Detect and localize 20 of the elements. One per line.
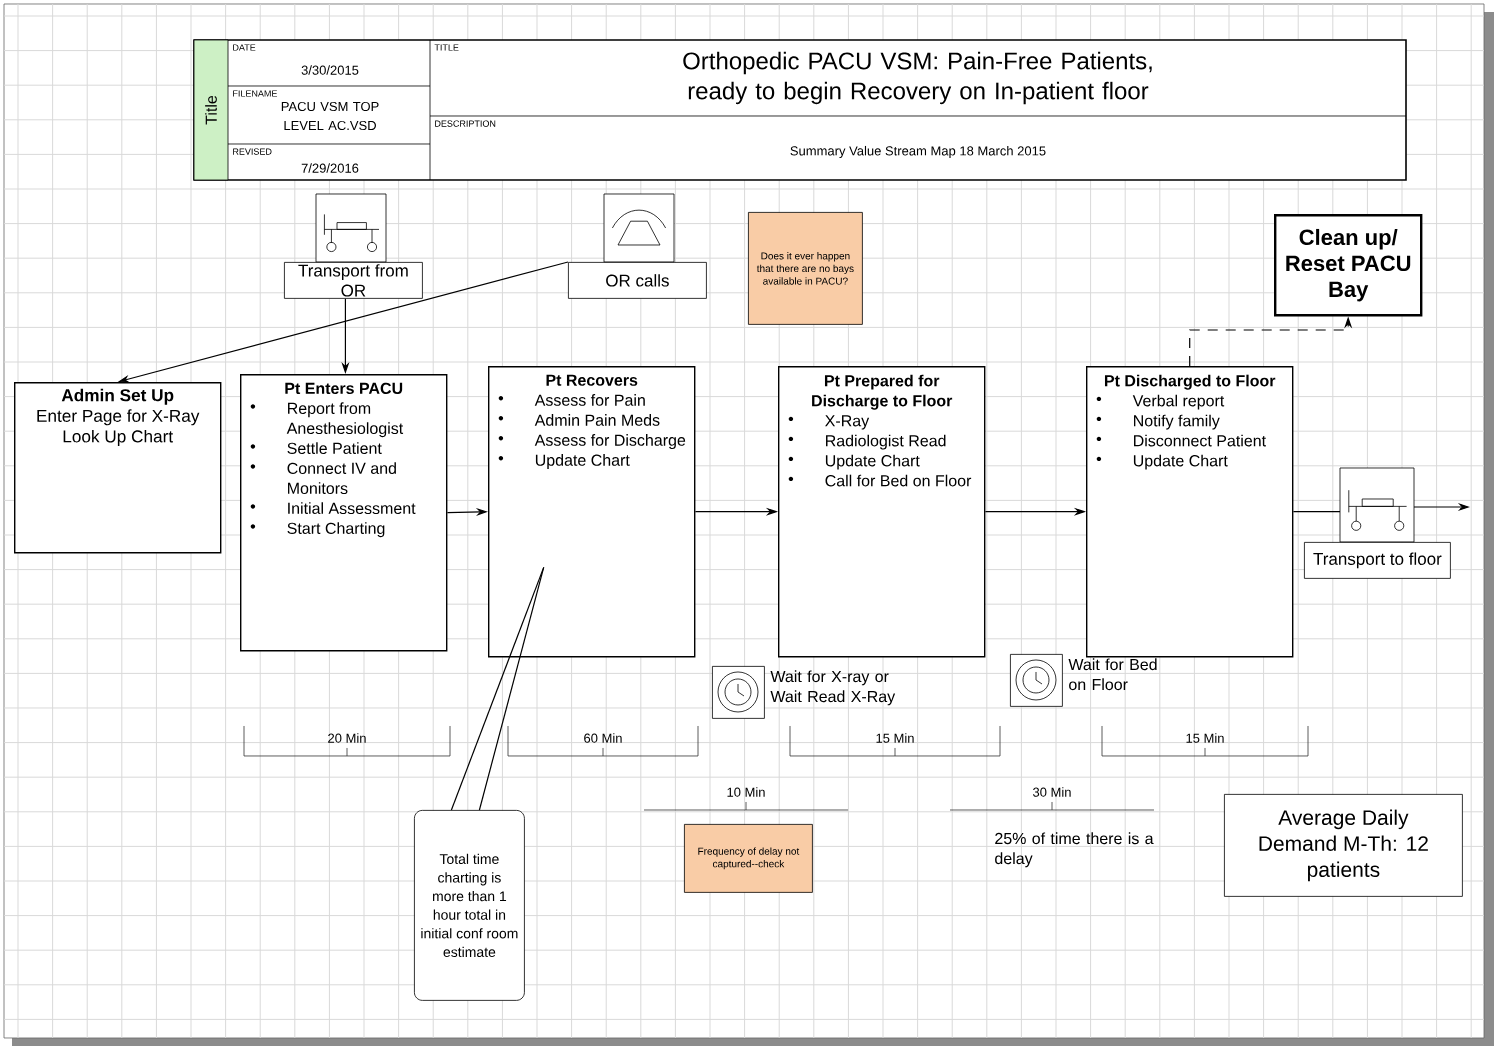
text-box: Transport from OR: [284, 193, 423, 299]
wait-label: Wait for X-ray or Wait Read X-Ray: [770, 670, 896, 706]
title-text: Orthopedic PACU VSM: Pain-Free Patients, ready to begin Recovery on In-patient floor: [683, 51, 1152, 105]
connector-line: [1292, 511, 1341, 513]
text-box: Transport to floor: [1304, 467, 1451, 579]
process-box: Admin Set Up Enter Page for X-Ray Look Up Chart: [14, 382, 222, 554]
process-box: Pt Prepared for Discharge to Floor X-Ray Radiologist Read Update Chart Call for Bed on Floor: [778, 366, 986, 658]
text-box: OR calls: [568, 193, 707, 299]
process-box: Pt Enters PACU Report from Anesthesiologist Settle Patient Connect IV and Monitors Initial Assessment Start Charting: [240, 374, 448, 652]
process-box: Clean up/ Reset PACU Bay: [1274, 214, 1423, 317]
vertical-label: Title: [205, 95, 217, 125]
text-box: Average Daily Demand M-Th: 12 patients: [1224, 794, 1463, 897]
clock-icon: [712, 666, 765, 719]
leader-line: [450, 566, 545, 811]
note-text: 25% of time there is a delay: [995, 832, 1154, 868]
wait-label: Wait for Bed on Floor: [1068, 658, 1157, 691]
process-box: Pt Discharged to Floor Verbal report Notify family Disconnect Patient Update Chart: [1086, 366, 1294, 658]
node-label: Transport to floor: [1313, 552, 1442, 569]
clock-icon: [1010, 654, 1063, 707]
process-box: Pt Recovers Assess for Pain Admin Pain Meds Assess for Discharge Update Chart: [488, 366, 696, 658]
